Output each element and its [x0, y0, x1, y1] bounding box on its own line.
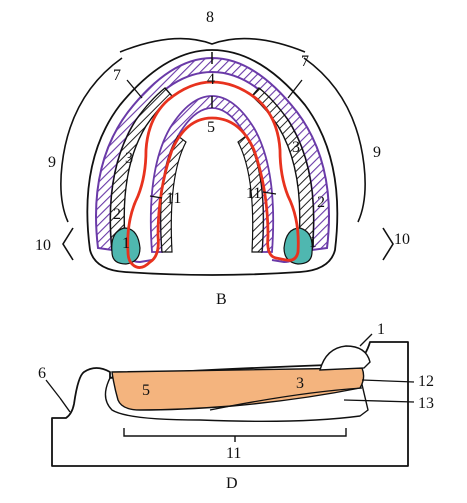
label-4: 4 [207, 71, 215, 88]
label-9-right: 9 [373, 144, 381, 161]
label-1-right: 1 [309, 234, 317, 251]
bracket-10-right [382, 227, 394, 261]
retromolar-pad-left [111, 227, 141, 265]
label-10-left: 10 [35, 237, 51, 254]
leader-13-d [343, 399, 415, 403]
leader-1-d [359, 333, 373, 347]
purple-inner-band [149, 95, 275, 253]
label-7-right: 7 [301, 53, 309, 70]
leader-11-right [262, 191, 277, 195]
inner-ridge-right [237, 135, 264, 253]
leader-6-d [45, 379, 61, 399]
label-13-d: 13 [418, 395, 434, 412]
caption-d: D [226, 475, 238, 492]
retromolar-pad-d [319, 345, 371, 371]
label-5: 5 [207, 119, 215, 136]
bracket-10-left [62, 227, 74, 261]
leader-7-left [126, 79, 143, 99]
label-10-right: 10 [394, 231, 410, 248]
outer-bracket-top [119, 37, 306, 53]
figure-d: 1 6 5 3 12 13 11 D [38, 321, 434, 492]
label-2-left: 2 [113, 206, 121, 223]
label-3-d: 3 [296, 375, 304, 392]
label-11-d: 11 [226, 445, 241, 462]
label-7-left: 7 [113, 67, 121, 84]
orange-base-plate [111, 367, 365, 411]
label-9-left: 9 [48, 154, 56, 171]
outer-bracket-left [60, 57, 123, 223]
label-11-right: 11 [246, 185, 261, 202]
outer-bracket-right [303, 57, 366, 223]
red-outline-denture-border [126, 80, 300, 269]
denture-outer-outline [86, 49, 339, 276]
leader-7-right [287, 79, 303, 99]
label-8: 8 [206, 9, 214, 26]
caption-b: B [216, 291, 227, 308]
label-3-left: 3 [125, 150, 133, 167]
label-2-right: 2 [317, 194, 325, 211]
label-1-left: 1 [122, 235, 130, 252]
label-6-d: 6 [38, 365, 46, 382]
label-1-d: 1 [377, 321, 385, 338]
figure-b: 8 7 7 4 5 3 3 9 9 11 11 2 2 1 1 10 10 B [35, 9, 410, 308]
sublingual-curve [209, 387, 363, 411]
leader-11-left [149, 195, 163, 199]
label-11-left: 11 [166, 190, 181, 207]
hook-6 [59, 397, 71, 413]
label-12-d: 12 [418, 373, 434, 390]
label-3-right: 3 [292, 139, 300, 156]
leader-12-d [361, 379, 415, 383]
label-5-d: 5 [142, 382, 150, 399]
